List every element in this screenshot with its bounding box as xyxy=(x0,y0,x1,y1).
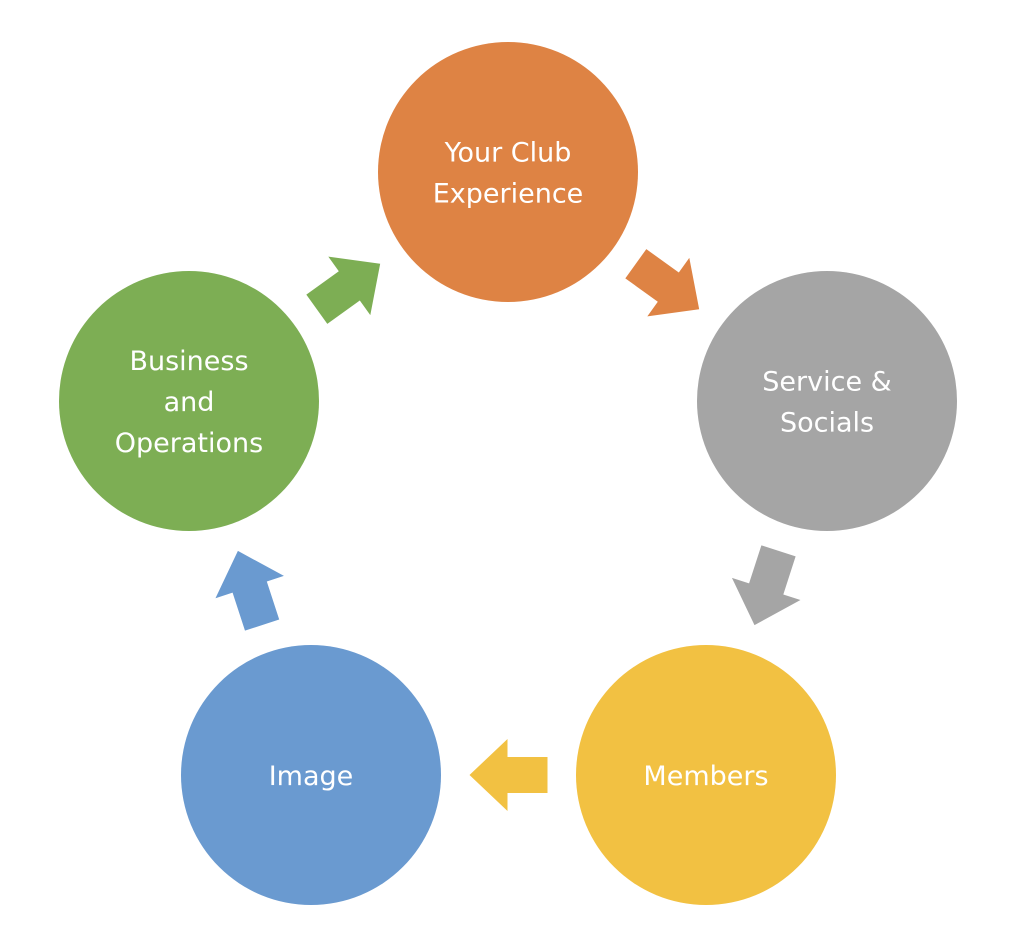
node-circle-members xyxy=(576,645,836,905)
node-label-line: Socials xyxy=(780,408,874,439)
arrow-image-to-business-operations xyxy=(215,550,284,631)
arrow-club-experience-to-service-socials xyxy=(625,249,700,317)
node-circle-club-experience xyxy=(378,42,638,302)
node-label-image: Image xyxy=(269,761,354,792)
node-label-line: Operations xyxy=(115,428,263,459)
node-circle-image xyxy=(181,645,441,905)
arrow-business-operations-to-club-experience xyxy=(306,256,381,324)
node-label-line: Members xyxy=(643,761,768,792)
node-members: Members xyxy=(576,645,836,905)
node-service-socials: Service & Socials xyxy=(697,271,957,531)
arrow-members-to-image xyxy=(469,739,548,811)
node-label-members: Members xyxy=(643,761,768,792)
node-label-service-socials: Service & Socials xyxy=(762,367,891,439)
arrows-layer xyxy=(215,249,801,811)
node-circle-business-operations xyxy=(59,271,319,531)
node-image: Image xyxy=(181,645,441,905)
node-label-line: Image xyxy=(269,761,354,792)
node-label-line: Business xyxy=(129,346,248,377)
node-label-line: and xyxy=(164,387,215,418)
node-label-line: Your Club xyxy=(444,138,572,169)
arrow-service-socials-to-members xyxy=(731,545,801,626)
node-circle-service-socials xyxy=(697,271,957,531)
node-label-line: Experience xyxy=(433,179,584,210)
node-label-line: Service & xyxy=(762,367,891,398)
